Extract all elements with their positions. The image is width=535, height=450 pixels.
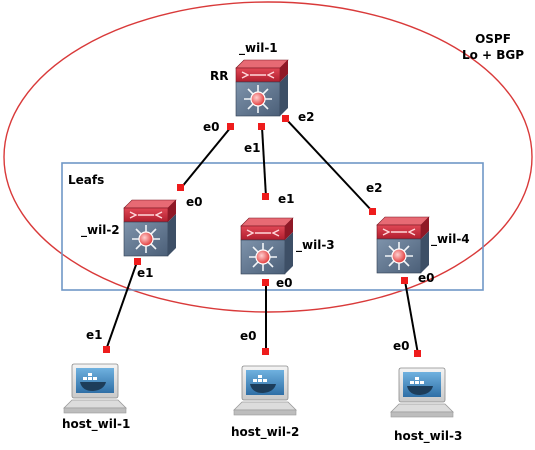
port-label-leaf3-e0: e0 (418, 271, 435, 285)
spine-name-label[interactable]: _wil-1 (239, 41, 278, 56)
port-marker[interactable] (134, 258, 141, 265)
port-label-leaf1-e0: e0 (186, 195, 203, 209)
ospf-label: OSPF (475, 32, 511, 46)
port-marker[interactable] (258, 123, 265, 130)
port-marker[interactable] (262, 279, 269, 286)
port-label-spine-e2: e2 (298, 110, 315, 124)
spine-switch-icon[interactable] (235, 59, 289, 117)
link-spine-leaf2[interactable] (261, 126, 267, 198)
leafs-label: Leafs (68, 173, 104, 187)
port-label-leaf2-e1: e1 (278, 192, 295, 206)
port-marker[interactable] (262, 348, 269, 355)
ospf-sublabel: Lo + BGP (462, 48, 524, 62)
host2-name-label[interactable]: host_wil-2 (231, 425, 299, 440)
port-label-host3-e0: e0 (393, 339, 410, 353)
port-marker[interactable] (262, 193, 269, 200)
link-leaf1-host1[interactable] (105, 261, 138, 351)
host1-name-label[interactable]: host_wil-1 (62, 417, 130, 432)
host3-docker-host-icon[interactable] (390, 367, 454, 418)
link-spine-leaf3[interactable] (285, 118, 374, 213)
port-label-leaf2-e0: e0 (276, 276, 293, 290)
port-marker[interactable] (414, 350, 421, 357)
port-marker[interactable] (227, 123, 234, 130)
port-marker[interactable] (401, 277, 408, 284)
host3-name-label[interactable]: host_wil-3 (394, 429, 462, 444)
port-label-leaf3-e2: e2 (366, 181, 383, 195)
leafs-group-box (61, 162, 484, 291)
leaf2-name-label[interactable]: _wil-3 (296, 238, 335, 253)
host2-docker-host-icon[interactable] (233, 365, 297, 416)
port-label-spine-e0: e0 (203, 120, 220, 134)
link-leaf3-host3[interactable] (404, 280, 419, 355)
rr-label: RR (210, 69, 228, 83)
leaf1-name-label[interactable]: _wil-2 (81, 223, 120, 238)
port-label-host2-e0: e0 (240, 329, 257, 343)
ospf-area-ring (3, 1, 533, 313)
leaf2-switch-icon[interactable] (240, 217, 294, 275)
port-marker[interactable] (177, 184, 184, 191)
port-marker[interactable] (282, 115, 289, 122)
port-marker[interactable] (103, 346, 110, 353)
leaf3-name-label[interactable]: _wil-4 (431, 232, 470, 247)
host1-docker-host-icon[interactable] (63, 363, 127, 414)
port-label-leaf1-e1: e1 (137, 266, 154, 280)
link-spine-leaf1[interactable] (180, 126, 232, 189)
port-label-host1-e1: e1 (86, 328, 103, 342)
leaf3-switch-icon[interactable] (376, 216, 430, 274)
port-label-spine-e1: e1 (244, 141, 261, 155)
port-marker[interactable] (369, 208, 376, 215)
leaf1-switch-icon[interactable] (123, 199, 177, 257)
